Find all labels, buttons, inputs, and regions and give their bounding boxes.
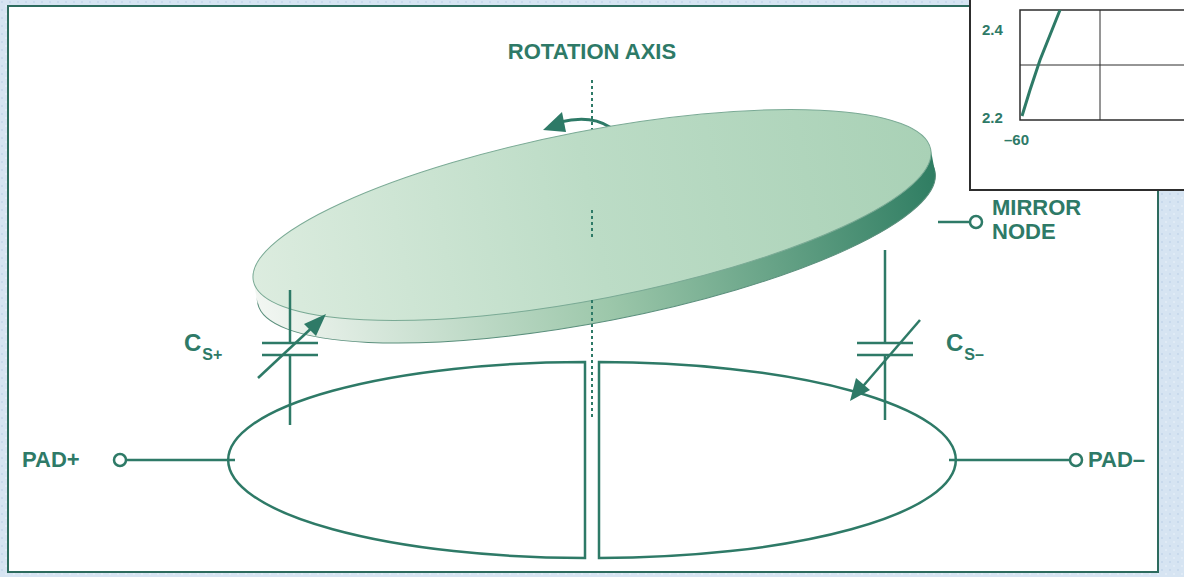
pad-label: PAD+	[22, 448, 80, 472]
capacitor-subscript: S+	[202, 346, 222, 364]
inset-chart	[970, 0, 1184, 190]
axis-label: ROTATION AXIS	[508, 40, 676, 64]
variable-capacitor	[258, 290, 318, 425]
rotation-arrowhead	[543, 112, 566, 132]
pad-label: PAD–	[1088, 448, 1145, 472]
axis-tick: 2.4	[982, 22, 1003, 39]
axis-tick: 2.2	[982, 110, 1003, 127]
pad-plus-electrode	[228, 362, 585, 558]
capacitor-label: C	[946, 330, 963, 356]
terminal-label: MIRROR NODE	[992, 196, 1112, 244]
mirror-disk	[237, 67, 951, 386]
axis-tick: –60	[1004, 132, 1029, 149]
capacitor-subscript: S–	[964, 346, 984, 364]
terminal	[114, 216, 1082, 466]
pad-minus-electrode	[599, 362, 956, 558]
rotation-axis	[591, 300, 593, 420]
capacitor-label: C	[184, 330, 201, 356]
variable-capacitor	[857, 250, 920, 420]
